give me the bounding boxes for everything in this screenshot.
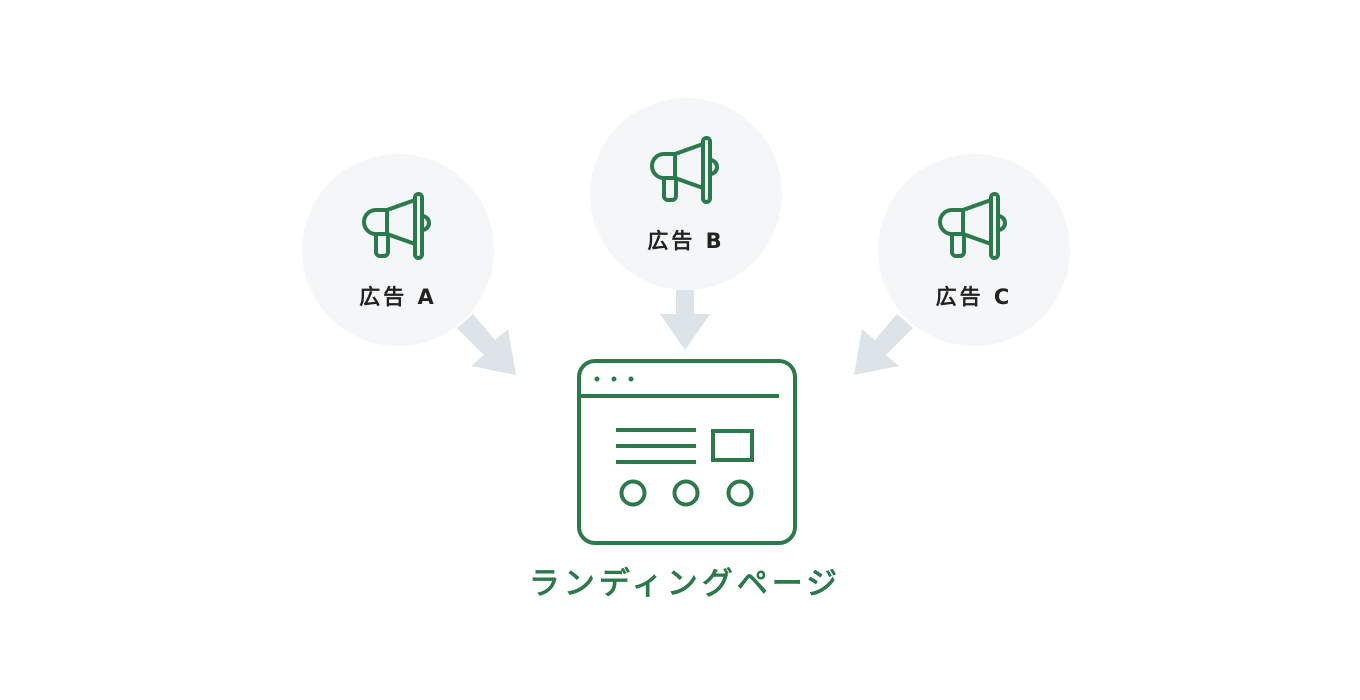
ad-label-b: 広告 B <box>647 229 725 253</box>
browser-window-icon <box>577 359 797 545</box>
ad-label-a: 広告 A <box>359 285 437 309</box>
megaphone-icon <box>650 136 719 204</box>
ad-node-a: 広告 A <box>302 154 494 346</box>
arrow-a-to-lp <box>457 314 516 375</box>
arrow-b-to-lp <box>660 290 710 350</box>
megaphone-icon <box>938 192 1007 260</box>
ad-node-b: 広告 B <box>590 98 782 290</box>
megaphone-icon <box>362 192 431 260</box>
arrow-c-to-lp <box>854 314 913 375</box>
landing-page-label: ランディングページ <box>528 566 842 602</box>
ad-node-c: 広告 C <box>878 154 1070 346</box>
ad-label-c: 広告 C <box>935 285 1013 309</box>
